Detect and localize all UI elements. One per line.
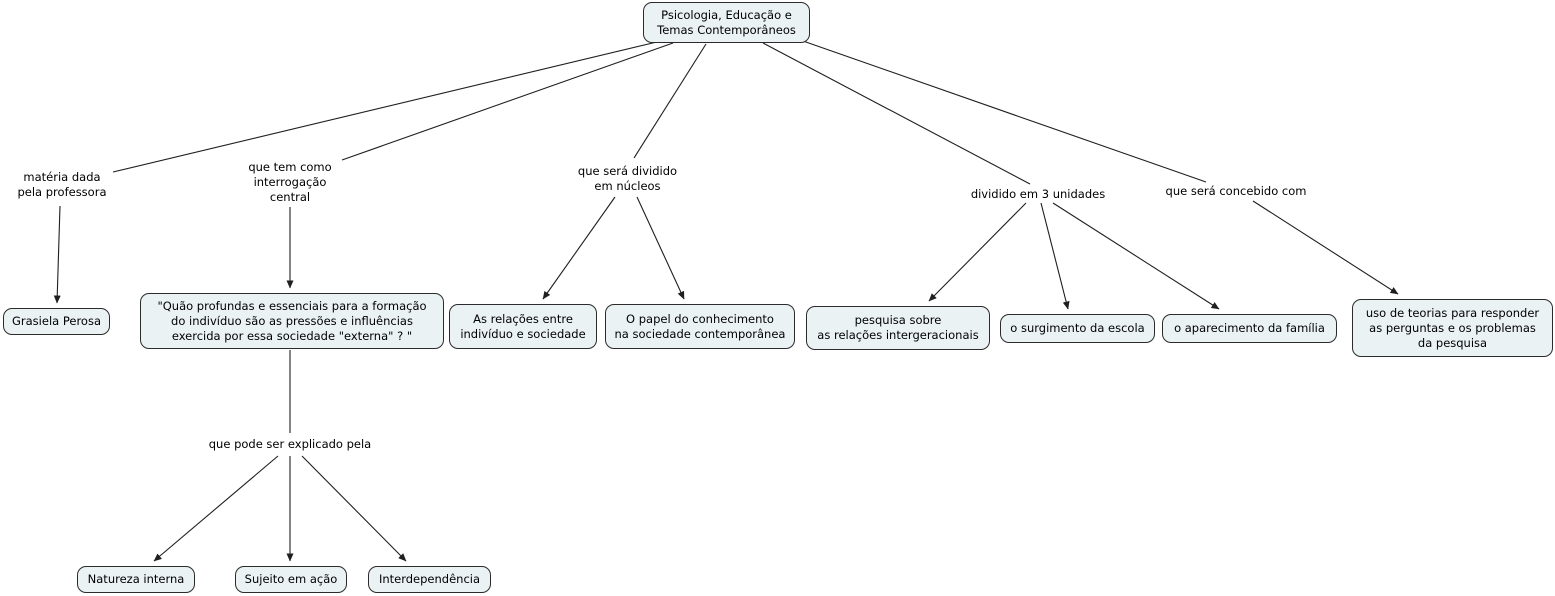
edge-nucleos-to-relacoes (542, 196, 616, 300)
edge-unidades-to-familia (1052, 202, 1220, 310)
concept-interdependencia[interactable]: Interdependência (368, 566, 491, 593)
edge-root-to-materia (112, 40, 662, 173)
concept-root-line2: Temas Contemporâneos (657, 22, 796, 37)
edge-root-to-interrogacao (341, 42, 674, 161)
concept-papel-line2: na sociedade contemporânea (614, 326, 786, 341)
edge-root-to-concebido (802, 40, 1207, 183)
linking-phrase-concebido-label: que será concebido com (1165, 184, 1307, 198)
concept-uso-teorias-line3: da pesquisa (1417, 335, 1488, 350)
concept-questao-line3: exercida por essa sociedade "externa" ? … (171, 328, 413, 343)
linking-phrase-interrogacao-line3: central (269, 190, 311, 204)
linking-phrase-nucleos-line1: que será dividido (577, 164, 678, 178)
concept-grasiela-perosa-label: Grasiela Perosa (12, 314, 101, 328)
concept-relacoes-line1: As relações entre (473, 311, 573, 326)
linking-phrase-interrogacao[interactable]: que tem como interrogação central (240, 160, 340, 205)
linking-phrase-explicado-label: que pode ser explicado pela (208, 437, 372, 451)
concept-relacoes-individuo-sociedade[interactable]: As relações entre indivíduo e sociedade (449, 304, 597, 349)
linking-phrase-interrogacao-line2: interrogação (253, 175, 327, 189)
concept-uso-teorias-line2: as perguntas e os problemas (1369, 320, 1536, 335)
linking-phrase-materia-line1: matéria dada (23, 170, 101, 184)
concept-questao-central[interactable]: "Quão profundas e essenciais para a form… (140, 293, 444, 349)
concept-papel-line1: O papel do conhecimento (626, 311, 774, 326)
concept-sujeito-em-acao[interactable]: Sujeito em ação (235, 566, 347, 593)
linking-phrase-materia[interactable]: matéria dada pela professora (12, 170, 112, 200)
linking-phrase-explicado[interactable]: que pode ser explicado pela (204, 437, 376, 452)
linking-phrase-unidades-label: dividido em 3 unidades (970, 187, 1106, 201)
concept-pesquisa-line1: pesquisa sobre (854, 313, 942, 327)
edge-concebido-to-teorias (1252, 200, 1399, 295)
linking-phrase-nucleos[interactable]: que será dividido em núcleos (565, 164, 690, 194)
concept-surgimento-escola[interactable]: o surgimento da escola (1000, 314, 1155, 343)
edge-root-to-unidades (762, 42, 1031, 185)
concept-papel-conhecimento[interactable]: O papel do conhecimento na sociedade con… (605, 304, 795, 349)
edge-unidades-to-escola (1040, 202, 1070, 310)
edge-root-to-nucleos (633, 43, 707, 159)
edge-materia-to-grasiela (53, 205, 61, 304)
linking-phrase-materia-line2: pela professora (17, 185, 107, 199)
concept-grasiela-perosa[interactable]: Grasiela Perosa (3, 308, 110, 335)
concept-aparecimento-familia-label: o aparecimento da família (1174, 321, 1325, 335)
concept-surgimento-escola-label: o surgimento da escola (1010, 321, 1145, 335)
edge-unidades-to-pesquisa (928, 202, 1027, 302)
linking-phrase-interrogacao-line1: que tem como (248, 160, 332, 174)
concept-pesquisa-line2: as relações intergeracionais (817, 328, 979, 342)
linking-phrase-nucleos-line2: em núcleos (594, 179, 661, 193)
concept-interdependencia-label: Interdependência (378, 572, 481, 586)
concept-root[interactable]: Psicologia, Educação e Temas Contemporân… (643, 2, 810, 43)
concept-uso-teorias-line1: uso de teorias para responder (1365, 305, 1540, 320)
concept-pesquisa-intergeracional[interactable]: pesquisa sobre as relações intergeracion… (806, 306, 990, 350)
concept-aparecimento-familia[interactable]: o aparecimento da família (1162, 314, 1337, 343)
concept-sujeito-em-acao-label: Sujeito em ação (244, 572, 338, 586)
concept-natureza-interna-label: Natureza interna (87, 572, 185, 586)
concept-questao-line2: do indivíduo são as pressões e influênci… (171, 313, 413, 328)
concept-uso-teorias[interactable]: uso de teorias para responder as pergunt… (1352, 299, 1553, 357)
concept-relacoes-line2: indivíduo e sociedade (460, 326, 586, 341)
linking-phrase-concebido[interactable]: que será concebido com (1161, 184, 1311, 199)
concept-natureza-interna[interactable]: Natureza interna (77, 566, 195, 593)
linking-phrase-unidades[interactable]: dividido em 3 unidades (963, 187, 1113, 202)
concept-questao-line1: "Quão profundas e essenciais para a form… (157, 298, 427, 313)
edge-explicado-to-natureza (153, 455, 279, 562)
edge-nucleos-to-papel (636, 196, 685, 300)
concept-root-line1: Psicologia, Educação e (661, 7, 792, 22)
edge-explicado-to-interdependencia (301, 455, 407, 562)
